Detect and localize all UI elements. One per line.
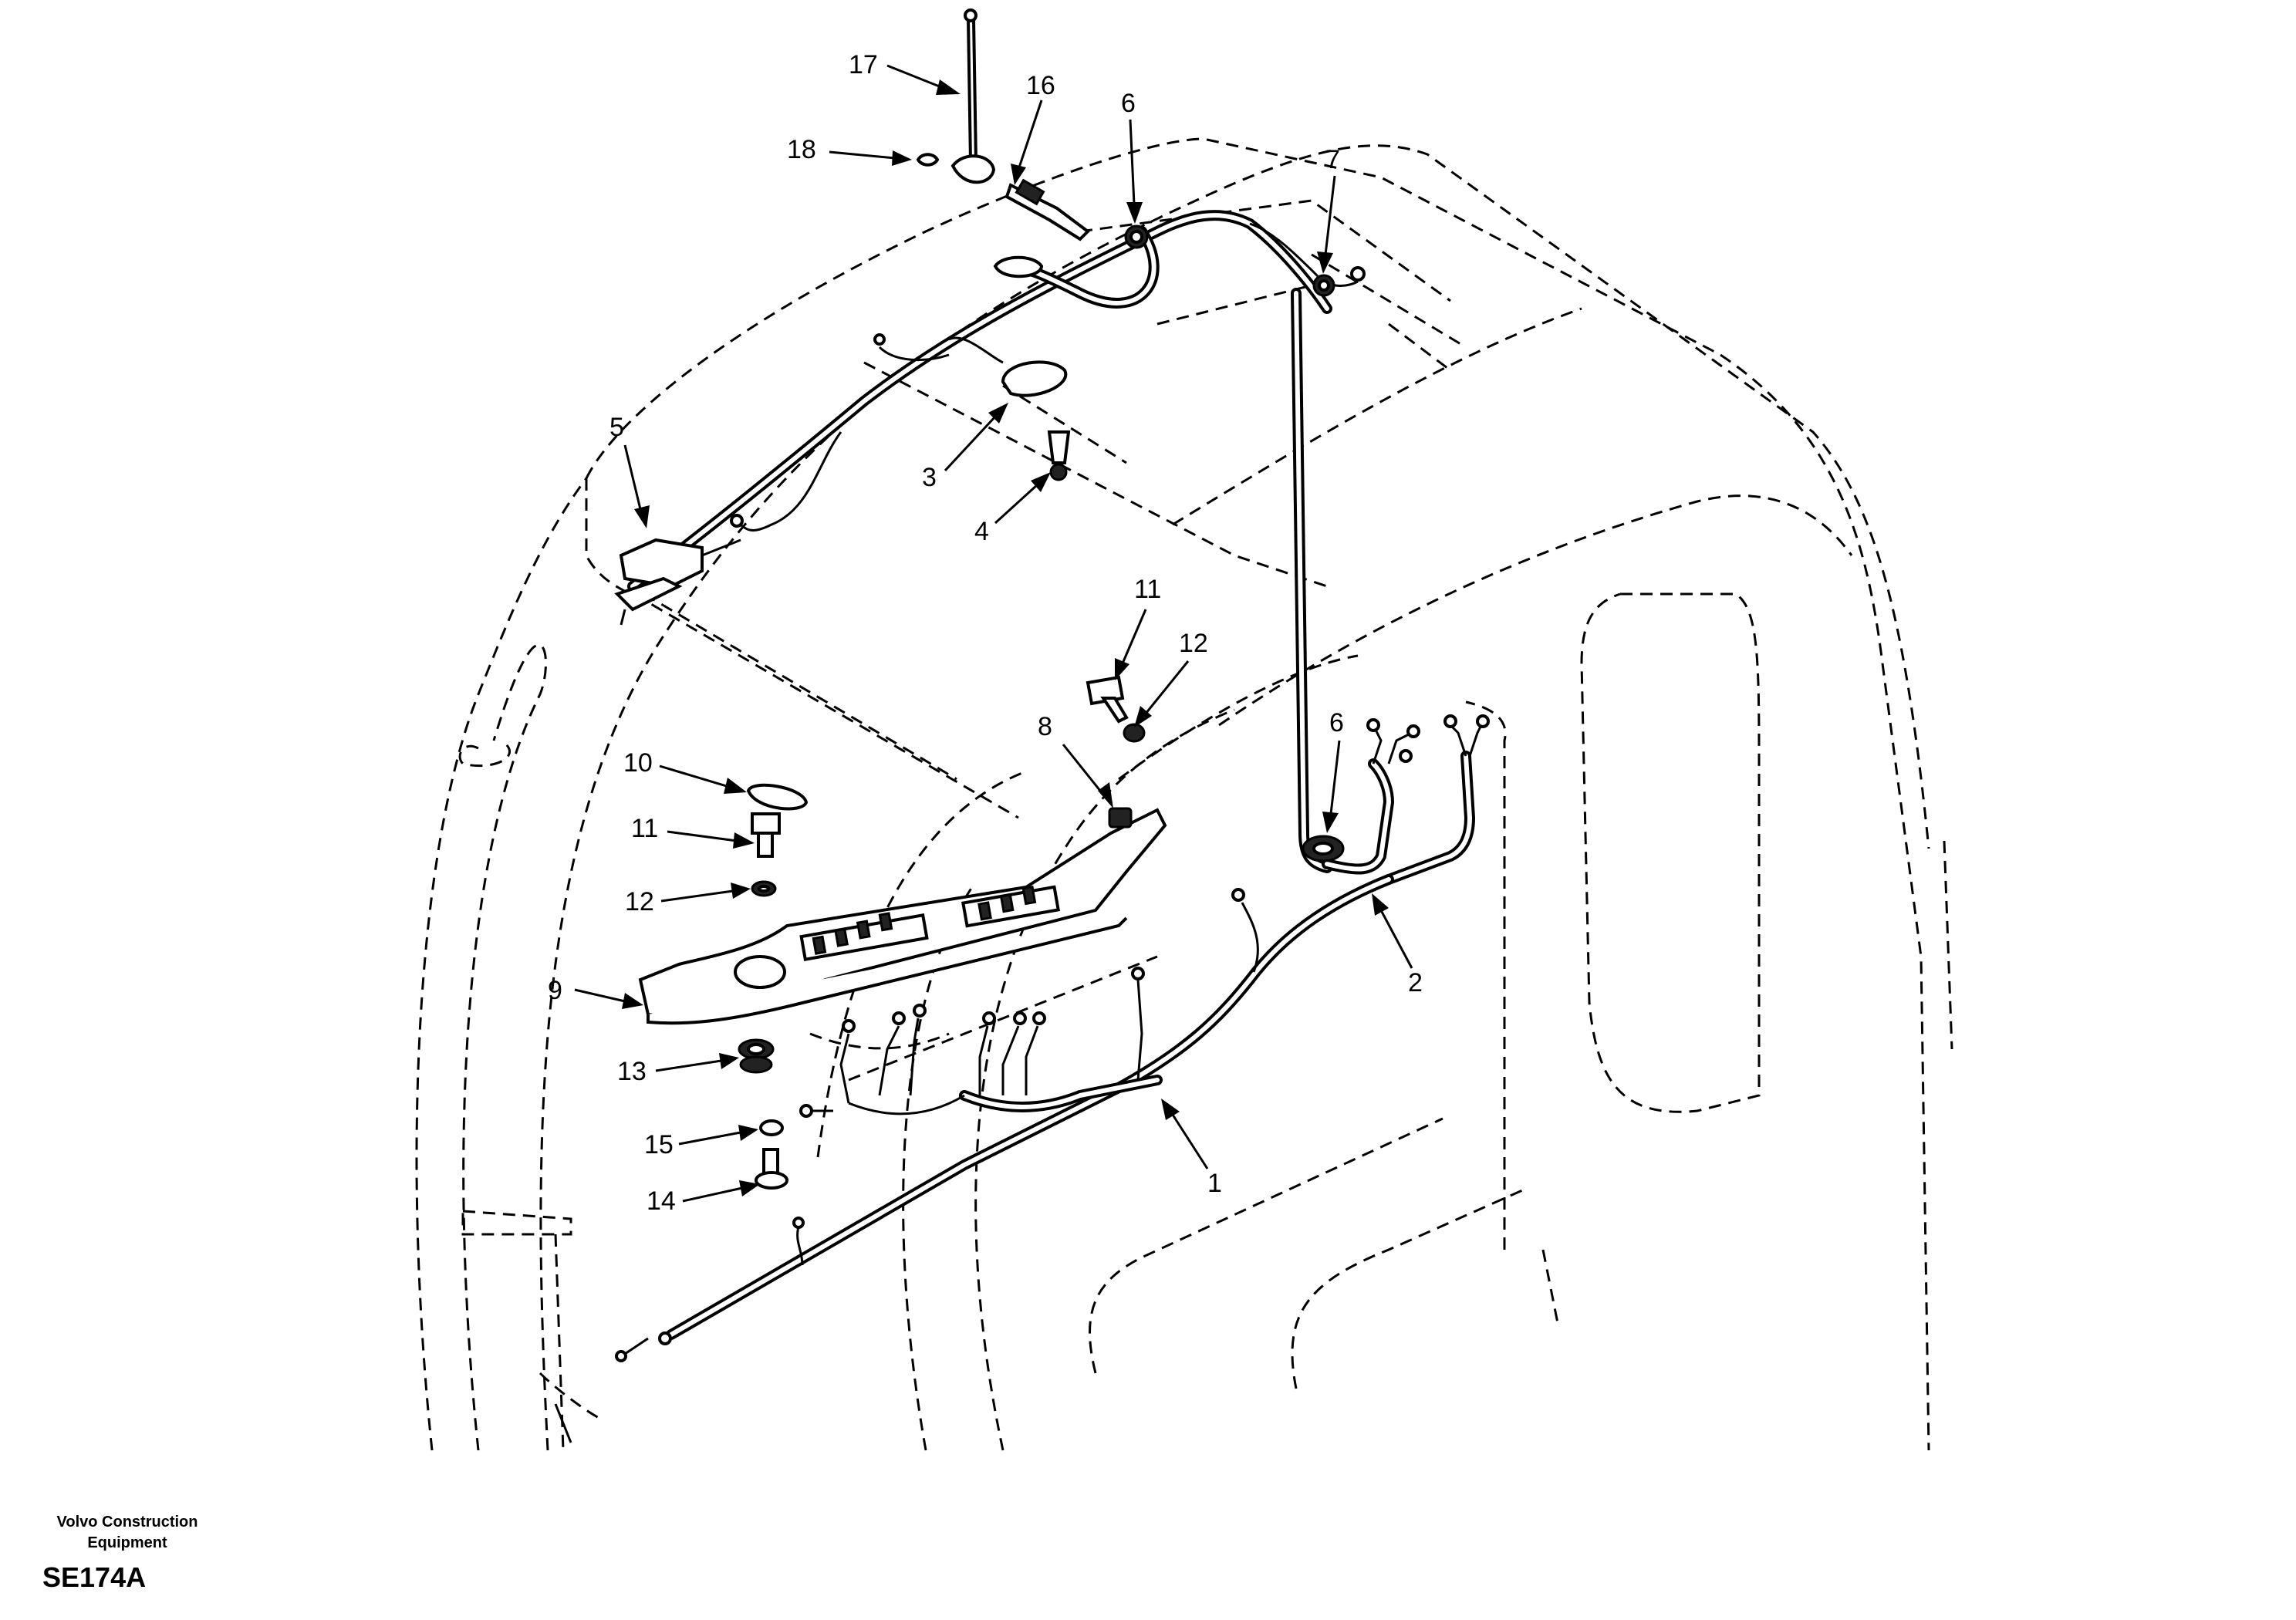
callout-1: 1 xyxy=(1161,1099,1222,1198)
svg-text:3: 3 xyxy=(922,463,937,492)
svg-text:7: 7 xyxy=(1325,145,1340,174)
callout-9: 9 xyxy=(548,976,643,1009)
callout-16: 16 xyxy=(1011,71,1055,185)
antenna-assembly xyxy=(916,8,1091,241)
svg-text:12: 12 xyxy=(625,887,654,916)
svg-text:10: 10 xyxy=(623,748,653,778)
callout-15: 15 xyxy=(644,1125,758,1159)
svg-text:4: 4 xyxy=(974,517,989,546)
svg-text:8: 8 xyxy=(1038,712,1052,741)
callout-13: 13 xyxy=(617,1053,739,1086)
svg-text:15: 15 xyxy=(644,1130,674,1159)
vent-slots-left xyxy=(799,912,929,961)
svg-text:11: 11 xyxy=(631,814,658,843)
callout-18: 18 xyxy=(787,135,912,166)
callout-12-top: 12 xyxy=(1134,629,1208,727)
svg-text:11: 11 xyxy=(1134,575,1161,604)
brand-line-2: Equipment xyxy=(87,1534,167,1551)
svg-text:16: 16 xyxy=(1026,71,1055,100)
callout-5: 5 xyxy=(609,413,650,528)
drawing-code: SE174A xyxy=(42,1561,147,1593)
svg-text:5: 5 xyxy=(609,413,624,442)
svg-text:13: 13 xyxy=(617,1057,647,1086)
side-harness xyxy=(1302,714,1490,885)
svg-text:12: 12 xyxy=(1179,629,1208,658)
svg-text:1: 1 xyxy=(1207,1169,1222,1198)
callout-10: 10 xyxy=(623,748,747,794)
brand-label: Volvo Construction Equipment xyxy=(31,1512,224,1554)
callout-3: 3 xyxy=(922,403,1008,492)
brand-line-1: Volvo Construction xyxy=(56,1514,198,1531)
switch-assembly xyxy=(614,538,741,626)
callout-6-top: 6 xyxy=(1121,89,1143,224)
callout-11-bottom: 11 xyxy=(631,814,755,849)
cab-outline xyxy=(415,137,1953,1451)
svg-text:17: 17 xyxy=(849,50,878,79)
callouts: 17 16 18 6 7 5 xyxy=(548,50,1423,1216)
svg-text:9: 9 xyxy=(548,976,562,1005)
roof-harness xyxy=(627,210,1366,873)
svg-text:18: 18 xyxy=(787,135,816,164)
svg-text:14: 14 xyxy=(647,1186,676,1216)
callout-6-right: 6 xyxy=(1322,708,1344,833)
callout-2: 2 xyxy=(1372,893,1423,997)
hardware xyxy=(461,675,1146,1451)
vent-slots-right xyxy=(961,885,1061,928)
callout-7: 7 xyxy=(1317,145,1340,274)
svg-text:6: 6 xyxy=(1121,89,1136,118)
callout-4: 4 xyxy=(974,472,1051,546)
svg-text:6: 6 xyxy=(1329,708,1344,737)
console-panel xyxy=(638,808,1167,1025)
callout-14: 14 xyxy=(647,1180,760,1216)
callout-12-bottom: 12 xyxy=(625,883,751,916)
callout-17: 17 xyxy=(849,50,961,95)
dome-light xyxy=(948,336,1071,481)
svg-text:2: 2 xyxy=(1408,968,1423,997)
main-harness xyxy=(615,874,1394,1362)
callout-8: 8 xyxy=(1038,712,1113,808)
callout-11-top: 11 xyxy=(1115,575,1161,680)
